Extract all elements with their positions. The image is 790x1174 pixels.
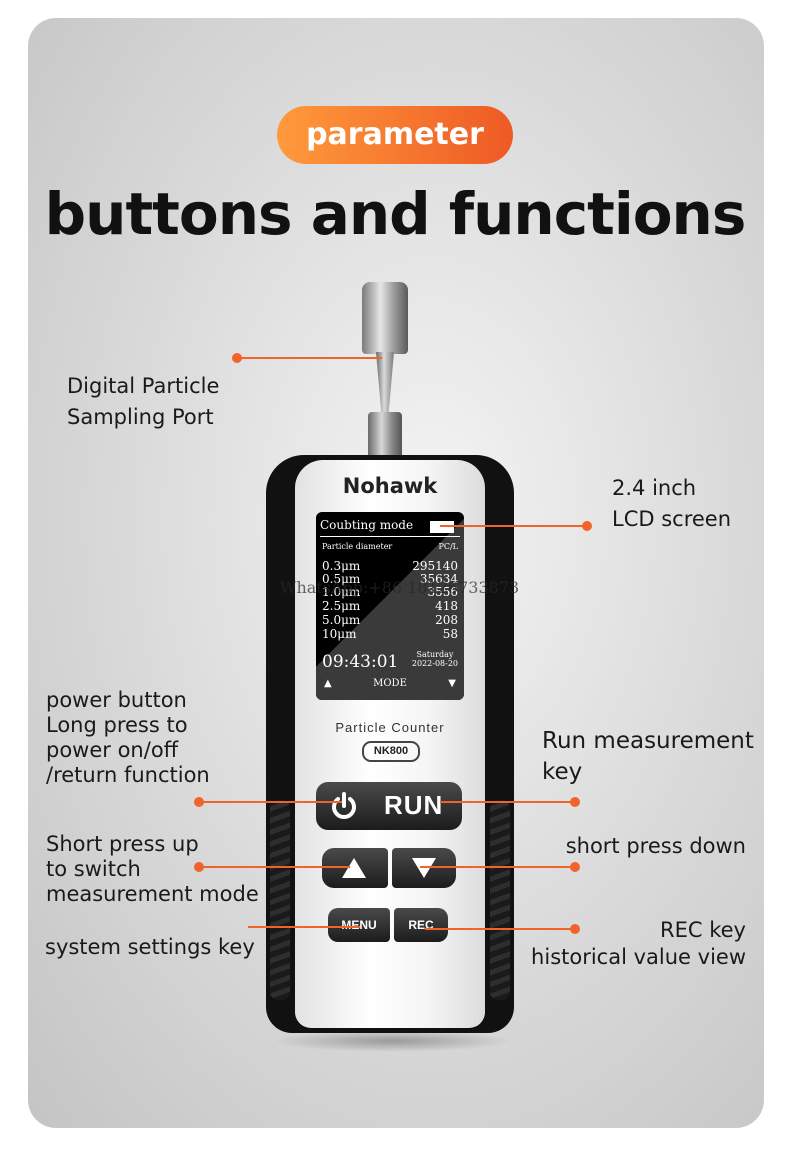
reading-size: 2.5μm <box>322 599 361 613</box>
sampling-probe-base <box>368 412 402 460</box>
callout-dot-down <box>570 862 580 872</box>
sampling-probe-neck <box>376 352 394 414</box>
down-button[interactable] <box>392 848 456 888</box>
label-line: /return function <box>46 763 210 787</box>
label-line: to switch <box>46 857 141 881</box>
reading-row: 0.3μm 295140 <box>322 560 458 572</box>
label-line: historical value view <box>531 945 746 969</box>
label-line: measurement mode <box>46 882 259 906</box>
right-grip <box>490 800 510 1000</box>
menu-button[interactable]: MENU <box>328 908 390 942</box>
callout-dot-power <box>194 797 204 807</box>
callout-line-down <box>420 866 572 868</box>
device-shadow <box>272 1030 512 1052</box>
callout-dot-sampling <box>232 353 242 363</box>
screen-footer: ▲ MODE ▼ <box>316 678 464 689</box>
label-line: Digital Particle <box>67 374 220 398</box>
reading-value: 3556 <box>427 585 458 599</box>
reading-row: 10μm 58 <box>322 628 458 640</box>
screen-date: Saturday 2022-08-20 <box>412 650 458 668</box>
screen-column-headers: Particle diameter PC/L <box>322 542 458 551</box>
triangle-down-icon <box>412 858 436 878</box>
reading-value: 295140 <box>412 559 458 573</box>
reading-size: 5.0μm <box>322 613 361 627</box>
reading-row: 1.0μm 3556 <box>322 586 458 598</box>
rec-button[interactable]: REC <box>394 908 448 942</box>
label-line: Sampling Port <box>67 405 214 429</box>
label-line: Run measurement <box>542 728 754 754</box>
label-line: power on/off <box>46 738 179 762</box>
reading-row: 5.0μm 208 <box>322 614 458 626</box>
screen-up-arrow-icon: ▲ <box>324 678 332 689</box>
label-power-button: power button Long press to power on/off … <box>46 688 210 788</box>
callout-dot-lcd <box>582 521 592 531</box>
screen-header: Coubting mode <box>320 518 460 537</box>
power-icon <box>332 792 356 819</box>
brand-logo: Nohawk <box>342 474 438 498</box>
triangle-up-icon <box>342 858 366 878</box>
screen-mode-label: MODE <box>373 678 407 689</box>
battery-icon <box>430 521 454 533</box>
reading-size: 10μm <box>322 627 357 641</box>
label-run-key: Run measurement key <box>542 726 754 788</box>
callout-line-run <box>440 801 572 803</box>
label-short-press-up: Short press up to switch measurement mod… <box>46 832 259 907</box>
model-code: NK800 <box>362 741 420 762</box>
label-line: Long press to <box>46 713 188 737</box>
reading-value: 35634 <box>419 572 458 586</box>
reading-value: 58 <box>442 627 458 641</box>
screen-mode-title: Coubting mode <box>320 518 414 532</box>
reading-row: 0.5μm 35634 <box>322 573 458 585</box>
label-rec-key: REC key historical value view <box>520 918 746 970</box>
model-label: Particle Counter <box>335 720 445 735</box>
reading-value: 418 <box>435 599 458 613</box>
column-diameter: Particle diameter <box>322 542 393 551</box>
reading-size: 0.5μm <box>322 572 361 586</box>
screen-date-value: 2022-08-20 <box>411 659 458 668</box>
watermark: WhatsApp:+86 18126733873 <box>280 578 520 597</box>
label-line: LCD screen <box>612 507 732 531</box>
label-line: 2.4 inch <box>612 476 697 500</box>
column-unit: PC/L <box>438 542 458 551</box>
label-line: Short press up <box>46 832 199 856</box>
power-run-button[interactable]: RUN <box>316 782 462 830</box>
sampling-probe <box>362 282 408 354</box>
reading-size: 0.3μm <box>322 559 361 573</box>
lcd-screen: Coubting mode Particle diameter PC/L 0.3… <box>316 512 464 700</box>
screen-clock: 09:43:01 <box>322 652 399 672</box>
callout-line-up <box>202 866 350 868</box>
left-grip <box>270 800 290 1000</box>
up-button[interactable] <box>322 848 388 888</box>
label-sampling-port: Digital Particle Sampling Port <box>67 374 219 430</box>
reading-row: 2.5μm 418 <box>322 600 458 612</box>
parameter-badge: parameter <box>277 106 513 164</box>
callout-dot-up <box>194 862 204 872</box>
page-title: buttons and functions <box>44 180 747 248</box>
screen-weekday: Saturday <box>416 650 454 659</box>
callout-line-power <box>202 801 342 803</box>
screen-glare <box>316 512 464 700</box>
label-lcd-screen: 2.4 inch LCD screen <box>612 476 731 532</box>
label-line: REC key <box>660 918 746 942</box>
label-line: power button <box>46 688 187 712</box>
callout-dot-rec <box>570 924 580 934</box>
callout-line-rec <box>425 928 572 930</box>
screen-down-arrow-icon: ▼ <box>448 678 456 689</box>
callout-line-sampling <box>240 357 382 359</box>
reading-value: 208 <box>435 613 458 627</box>
label-line: key <box>542 759 583 785</box>
label-menu-key: system settings key <box>45 935 255 959</box>
callout-line-menu <box>248 926 360 928</box>
label-short-press-down: short press down <box>565 834 746 858</box>
callout-dot-run <box>570 797 580 807</box>
run-button-label: RUN <box>384 790 444 820</box>
callout-line-lcd <box>440 525 584 527</box>
reading-size: 1.0μm <box>322 585 361 599</box>
